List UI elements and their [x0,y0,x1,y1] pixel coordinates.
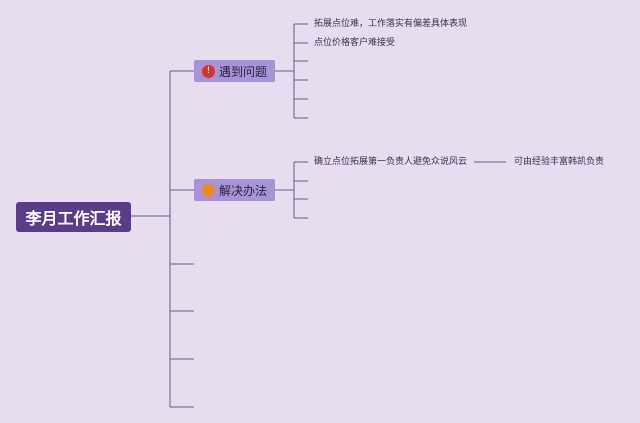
priority-1-icon: ! [201,64,215,78]
root-label: 李月工作汇报 [25,209,122,228]
leaf-problem-2[interactable]: 点位价格客户难接受 [314,38,396,48]
branch-node-solutions[interactable]: 解决办法 [194,179,275,201]
leaf-solution-1-sub[interactable]: 可由经验丰富韩凯负责 [514,157,605,167]
root-node[interactable]: 李月工作汇报 [16,202,131,232]
leaf-problem-1[interactable]: 拓展点位难，工作落实有偏差具体表现 [314,19,468,29]
branch-label-solutions: 解决办法 [218,183,267,198]
priority-2-icon [201,183,215,197]
branch-node-problems[interactable]: ! 遇到问题 [194,60,275,82]
branch-label-problems: 遇到问题 [218,64,267,79]
leaf-solution-1[interactable]: 确立点位拓展第一负责人避免众说风云 [314,157,468,167]
